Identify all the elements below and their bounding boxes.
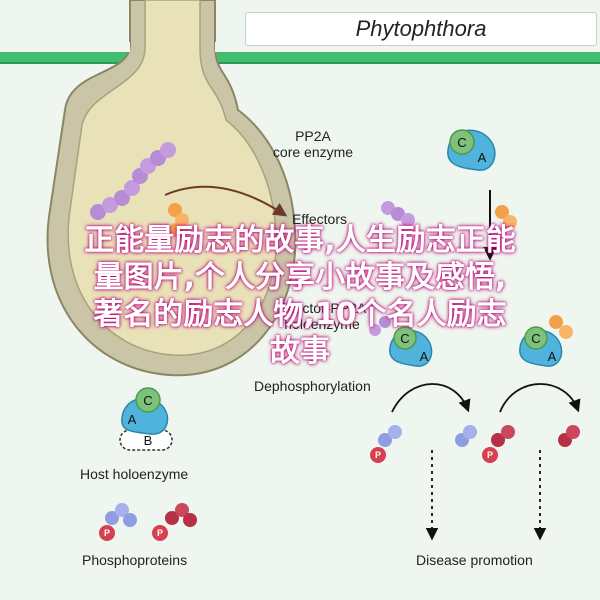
phosphoproteins-legend [99,503,197,541]
dephosphorylation-label: Dephosphorylation [254,378,371,394]
dephos-arrow-right [499,383,581,413]
pp2a-core-label: PP2A core enzyme [268,128,358,160]
effector-pp2a-label: Effector-PP2A holoenzyme [262,300,382,332]
eh-left-a-letter: A [420,349,429,364]
p-letter-3: P [104,528,110,538]
eh-left-c-letter: C [400,331,409,346]
host-c-letter: C [143,393,152,408]
core-a-letter: A [478,150,487,165]
p-letter-4: P [157,528,163,538]
host-holoenzyme-label: Host holoenzyme [80,466,189,482]
dephos-arrow-left [391,383,471,413]
effector-export-arrow [164,185,288,217]
host-b-letter: B [144,433,153,448]
subunit-letters: C A C A C A C A B [128,135,557,448]
p-letter-2: P [487,450,493,460]
p-letter-1: P [375,450,381,460]
organism-title-box: Phytophthora [245,12,597,46]
overlay-line-2: 量图片,个人分享小故事及感悟, [93,260,507,295]
disease-promotion-label: Disease promotion [416,552,533,568]
dephos-substrate-right [482,425,580,463]
effector-pp2a-holoenzyme-left [369,316,433,367]
pp2a-core-enzyme [447,129,496,171]
effectors-right [381,201,517,229]
effector-pp2a-line1: Effector-PP2A [277,300,367,316]
phosphoproteins-label: Phosphoproteins [82,552,188,568]
watermark-overlay-text: 正能量励志的故事,人生励志正能 量图片,个人分享小故事及感悟, 著名的励志人物,… [0,222,600,370]
dephos-substrate-left [370,425,477,463]
effectors-label: Effectors [292,211,347,227]
effector-pp2a-line2: holoenzyme [284,316,360,332]
haustorium [46,0,297,377]
pp2a-core-line2: core enzyme [272,144,354,160]
overlay-line-4: 故事 [270,334,330,369]
phospho-letters: P P P P [104,450,493,538]
overlay-line-1: 正能量励志的故事,人生励志正能 [84,223,516,258]
effector-chain-purple [90,142,176,220]
host-membrane [0,50,600,64]
core-c-letter: C [457,135,466,150]
eh-right-c-letter: C [531,331,540,346]
effector-chain-orange [168,203,189,237]
effector-pp2a-holoenzyme-right [519,315,573,367]
eh-right-a-letter: A [548,349,557,364]
overlay-line-3: 著名的励志人物,10个名人励志 [93,297,507,332]
host-a-letter: A [128,412,137,427]
host-holoenzyme [119,387,173,451]
pp2a-core-line1: PP2A [295,128,331,144]
organism-title: Phytophthora [355,16,487,41]
